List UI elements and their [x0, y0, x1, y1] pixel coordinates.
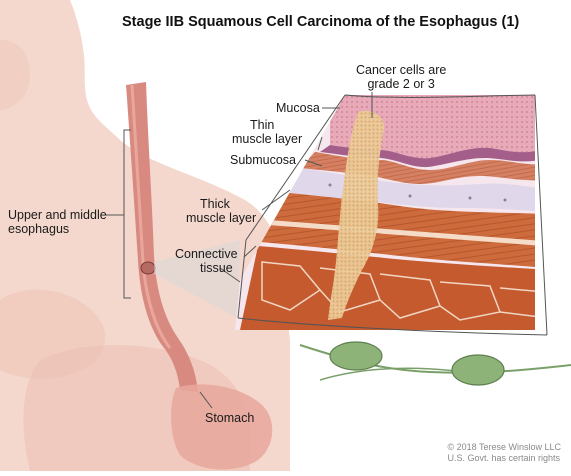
magnified-cross-section: [235, 95, 535, 330]
label-cancer-cells: Cancer cells are grade 2 or 3: [356, 63, 446, 91]
cross-section-frame: [237, 94, 548, 336]
label-thick-muscle-line1: Thick: [200, 197, 230, 211]
tumor-column: [328, 110, 384, 320]
label-stomach: Stomach: [205, 411, 255, 425]
magnification-wedge: [154, 240, 240, 318]
credit-line2: U.S. Govt. has certain rights: [447, 453, 561, 463]
label-cancer-cells-line1: Cancer cells are: [356, 63, 447, 77]
label-upper-middle-line2: esophagus: [8, 222, 70, 236]
label-thin-muscle-line2: muscle layer: [232, 132, 303, 146]
esophagus-tube: [126, 82, 198, 392]
label-mucosa: Mucosa: [276, 101, 320, 115]
label-connective-line1: Connective: [175, 247, 238, 261]
leader-lines: [199, 92, 373, 409]
credit-line1: © 2018 Terese Winslow LLC: [447, 442, 561, 452]
copyright-credit: © 2018 Terese Winslow LLC U.S. Govt. has…: [447, 442, 561, 464]
label-cancer-cells-line2: grade 2 or 3: [367, 77, 435, 91]
lymph-nodes: [299, 341, 571, 386]
esophagus-bracket: [106, 129, 131, 299]
label-thick-muscle-line2: muscle layer: [186, 211, 257, 225]
stomach-organ: [171, 384, 273, 470]
label-connective-line2: tissue: [200, 261, 233, 275]
label-submucosa: Submucosa: [230, 153, 297, 167]
tumor-marker: [140, 261, 156, 275]
label-upper-middle-line1: Upper and middle: [8, 208, 107, 222]
label-connective-tissue: Connective tissue: [175, 247, 238, 275]
label-thin-muscle-line1: Thin: [250, 118, 275, 132]
label-upper-middle-esophagus: Upper and middle esophagus: [8, 208, 107, 236]
diagram-title: Stage IIB Squamous Cell Carcinoma of the…: [122, 14, 520, 30]
label-thick-muscle: Thick muscle layer: [186, 197, 256, 225]
label-thin-muscle: Thin muscle layer: [232, 118, 302, 146]
